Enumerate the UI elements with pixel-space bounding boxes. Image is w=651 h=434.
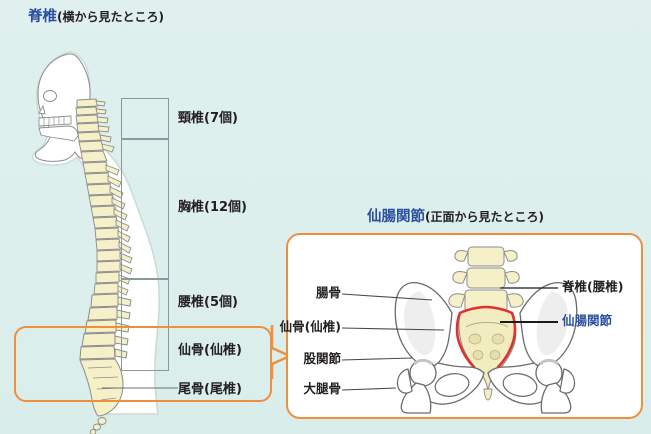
acetabulum-left-shadow <box>412 358 434 366</box>
bracket-cervical <box>121 98 169 139</box>
pelvis-label-sacrum: 仙骨(仙椎) <box>279 319 341 334</box>
label-thoracic: 胸椎(12個) <box>178 200 247 215</box>
coccyx-anterior-bone <box>483 388 493 401</box>
label-cervical: 頸椎(7個) <box>178 111 238 126</box>
pelvis-label-lumbar-spine: 脊椎(腰椎) <box>562 279 624 294</box>
maxilla-teeth-icon <box>38 115 72 127</box>
sacral-foramina <box>468 333 505 360</box>
si-panel-title: 仙腸関節(正面から見たところ) <box>367 210 544 225</box>
thoracic-vertebrae <box>82 161 133 296</box>
femoral-head-right <box>535 359 563 387</box>
coccyx-leader-line <box>102 387 178 389</box>
spine-title-sub: (横から見たところ) <box>57 10 164 24</box>
pelvis-label-hip-joint: 股関節 <box>303 351 341 366</box>
pelvis-label-femur: 大腿骨 <box>303 381 341 396</box>
label-sacrum: 仙骨(仙椎) <box>178 343 242 358</box>
greater-trochanter-right <box>559 368 576 394</box>
pelvis-leader-lines-right <box>500 287 558 323</box>
cervical-vertebrae <box>75 98 115 163</box>
leader-sacrum <box>341 327 445 331</box>
lumbar-spine-anterior <box>448 246 524 313</box>
teeth-lines <box>43 117 65 125</box>
pelvis-anterior-illustration <box>394 246 578 414</box>
ilium-right-shadow <box>536 291 568 356</box>
sacroiliac-joint-left-marker <box>455 311 476 369</box>
bracket-thoracic <box>121 139 169 279</box>
eye-socket-icon <box>43 90 57 102</box>
pelvis-leader-lines-left <box>341 293 445 391</box>
label-lumbar: 腰椎(5個) <box>178 295 238 310</box>
mandible-icon <box>38 125 79 142</box>
sacrum-highlight-box <box>14 326 272 402</box>
greater-trochanter-left <box>396 368 413 394</box>
obturator-foramen-left <box>434 373 470 397</box>
spine-panel-title: 脊椎(横から見たところ) <box>28 10 164 25</box>
coccyx-bone <box>89 417 107 434</box>
label-coccyx: 尾骨(尾椎) <box>178 382 242 397</box>
pelvis-label-ilium: 腸骨 <box>315 285 341 300</box>
leader-hip-joint <box>341 357 413 361</box>
obturator-foramen-right <box>502 373 538 397</box>
spine-title-main: 脊椎 <box>28 9 57 25</box>
ilium-left-shadow <box>404 291 436 356</box>
pelvis-label-sacroiliac-joint: 仙腸関節 <box>562 313 613 328</box>
acetabulum-right-shadow <box>538 358 560 366</box>
si-title-sub: (正面から見たところ) <box>425 210 544 224</box>
sacral-promontory-line <box>465 322 509 328</box>
sacrum-superior-edge-marker <box>458 305 514 315</box>
nasal-aperture-icon <box>38 104 46 115</box>
bracket-lumbar <box>121 279 169 327</box>
si-title-main: 仙腸関節 <box>367 209 425 225</box>
leader-ilium <box>341 293 433 301</box>
leader-femur <box>341 387 397 391</box>
